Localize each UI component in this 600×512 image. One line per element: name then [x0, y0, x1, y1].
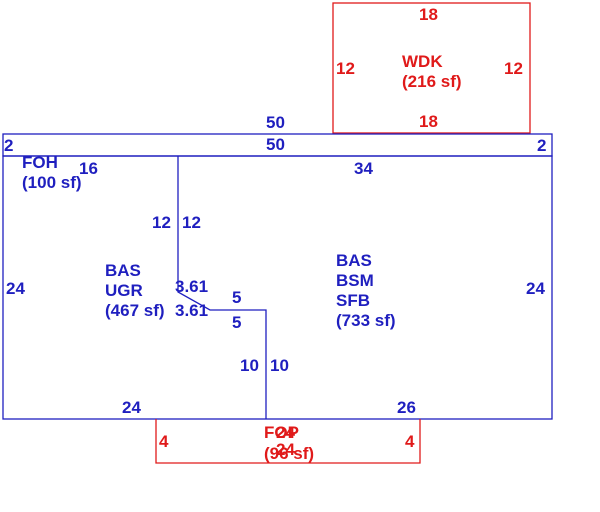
dim-lower-a: 10	[240, 356, 259, 375]
dim-lower-b: 10	[270, 356, 289, 375]
top-dim-left-edge: 2	[4, 136, 13, 155]
wdk-dim-bottom: 18	[419, 112, 438, 131]
bas-left-line1: BAS	[105, 261, 141, 280]
fop-dim-right: 4	[405, 432, 415, 451]
dim-bottom-right: 26	[397, 398, 416, 417]
dim-diag-a: 3.61	[175, 277, 208, 296]
bas-right-area: (733 sf)	[336, 311, 396, 330]
dim-top-right-inner: 34	[354, 159, 373, 178]
dim-bottom-left: 24	[122, 398, 141, 417]
bas-right-line2: BSM	[336, 271, 374, 290]
top-dim-right-edge: 2	[537, 136, 546, 155]
dim-step-a: 5	[232, 288, 241, 307]
dim-vert-b: 12	[182, 213, 201, 232]
fop-dim-top-a: 24	[276, 423, 295, 442]
dim-vert-a: 12	[152, 213, 171, 232]
fop-area: (96 sf)	[264, 444, 314, 463]
wdk-dim-right: 12	[504, 59, 523, 78]
wdk-outline	[332, 2, 531, 134]
dim-left-side: 24	[6, 279, 25, 298]
dim-diag-b: 3.61	[175, 301, 208, 320]
interior-division-line	[177, 156, 267, 419]
wdk-label: WDK	[402, 52, 443, 71]
foh-area: (100 sf)	[22, 173, 82, 192]
foh-label: FOH	[22, 153, 58, 172]
bas-left-line2: UGR	[105, 281, 143, 300]
bas-right-line3: SFB	[336, 291, 370, 310]
bas-right-line1: BAS	[336, 251, 372, 270]
fop-outline	[155, 419, 421, 464]
dim-right-side: 24	[526, 279, 545, 298]
wdk-dim-top: 18	[419, 5, 438, 24]
foh-dim: 16	[79, 159, 98, 178]
bas-left-area: (467 sf)	[105, 301, 165, 320]
main-building-outline	[2, 155, 553, 420]
fop-dim-left: 4	[159, 432, 169, 451]
wdk-dim-left: 12	[336, 59, 355, 78]
fop-dim-top-b: 24	[276, 440, 295, 459]
fop-label: FOP	[264, 423, 299, 442]
dim-step-b: 5	[232, 313, 241, 332]
top-dim-outer: 50	[266, 113, 285, 132]
top-dim-inner: 50	[266, 135, 285, 154]
wdk-area: (216 sf)	[402, 72, 462, 91]
